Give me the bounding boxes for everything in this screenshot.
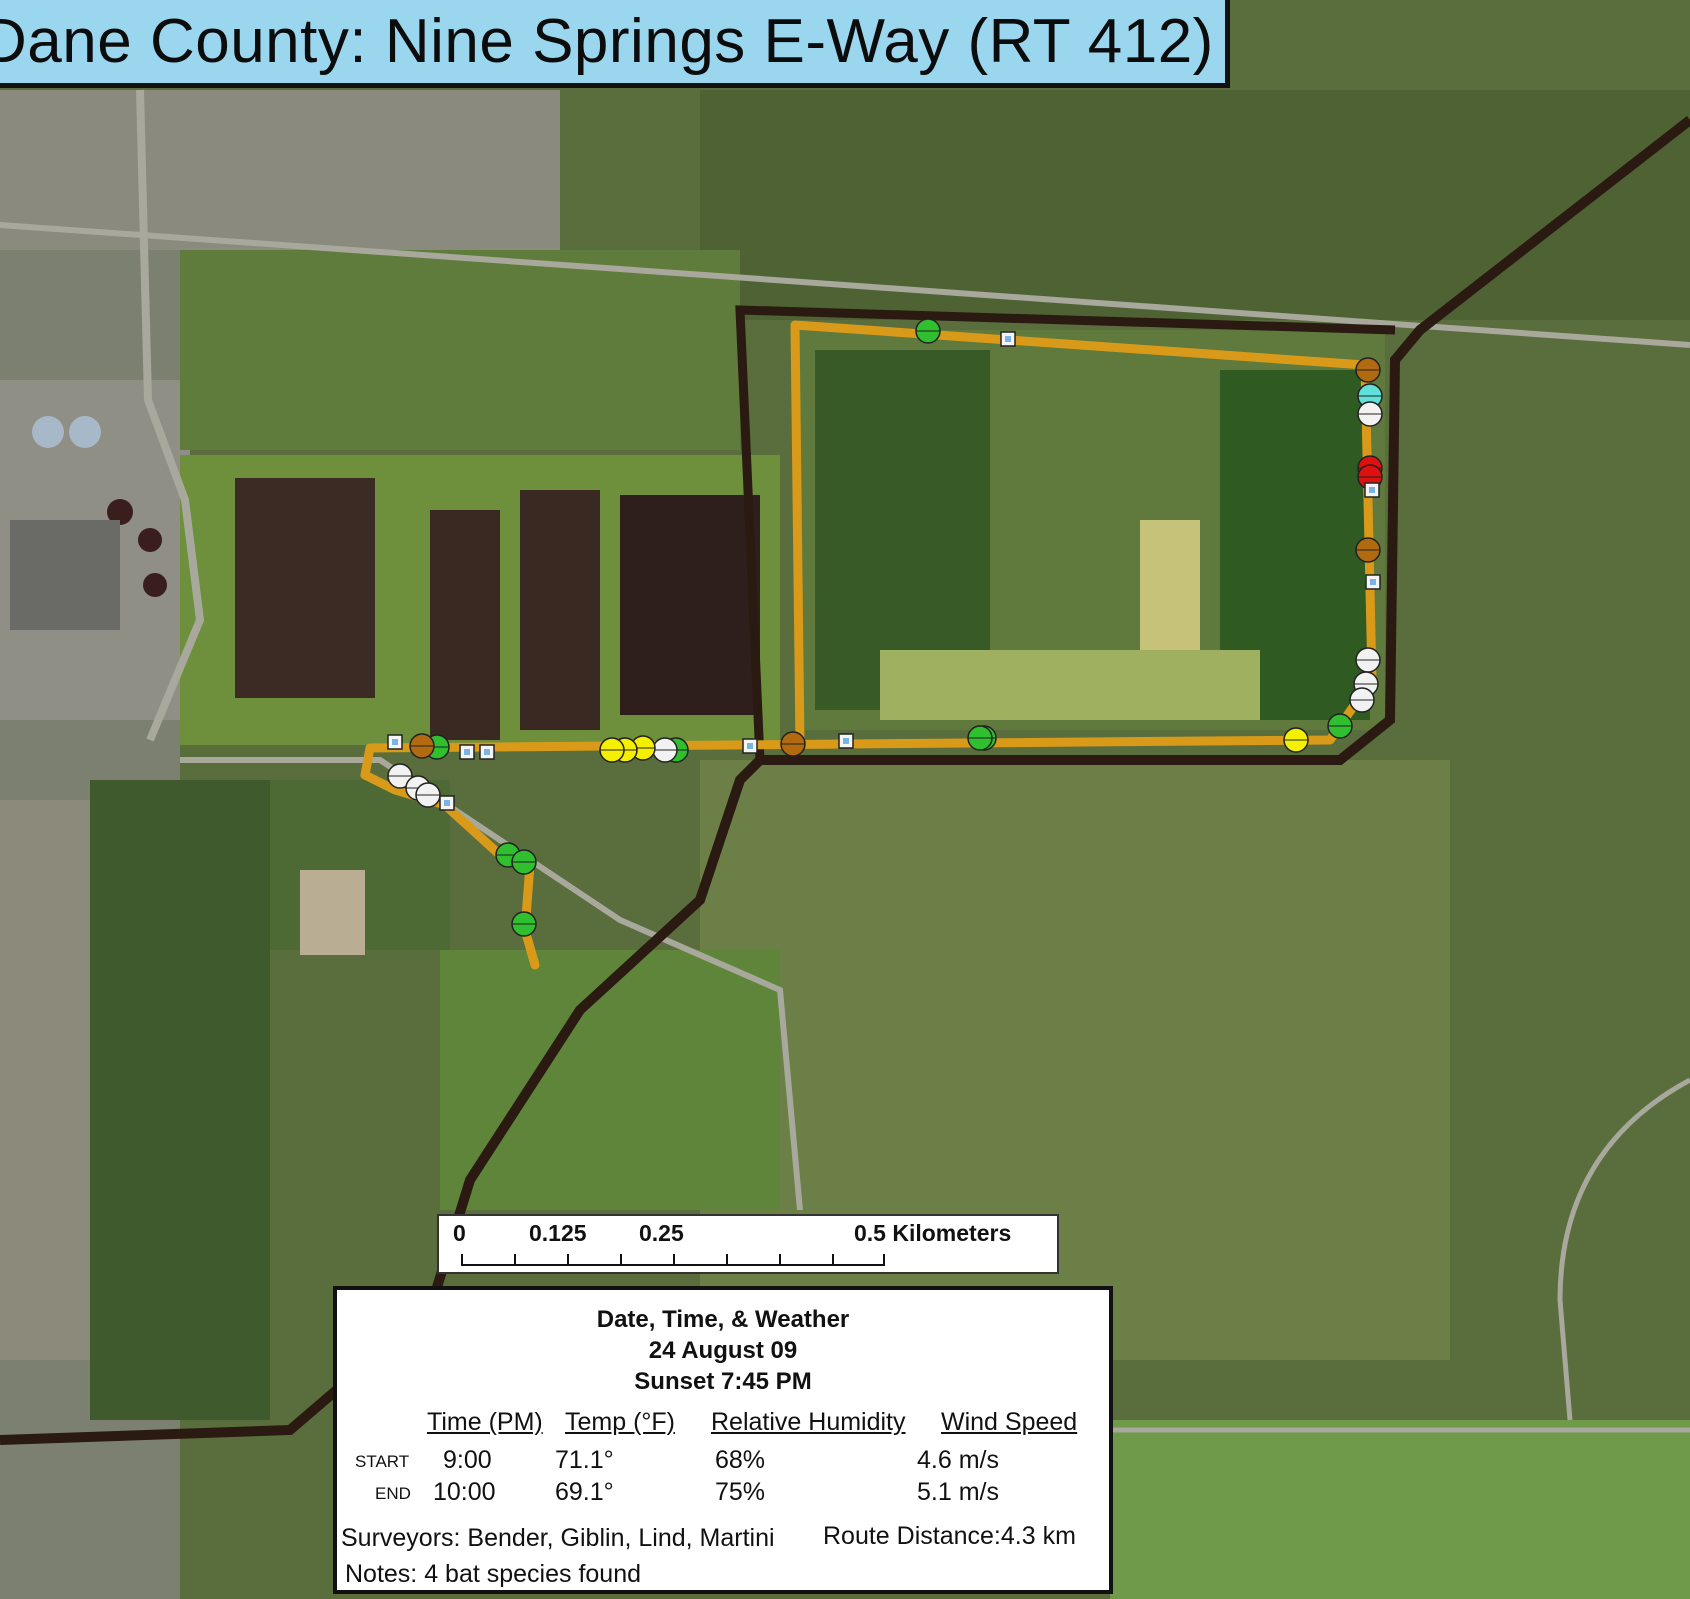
col-time: Time (PM) [427,1408,543,1436]
scale-tick [620,1254,622,1266]
trail-south [180,757,803,1211]
survey-point-dot [484,749,490,755]
scale-tick [883,1254,885,1266]
pond-4 [620,495,760,715]
start-wind: 4.6 m/s [917,1446,999,1474]
survey-point-dot [1370,579,1376,585]
woodland-west [90,780,270,1420]
survey-point-dot [392,739,398,745]
col-temp: Temp (°F) [565,1408,675,1436]
route-distance: Route Distance:4.3 km [823,1522,1076,1550]
tank-5 [143,573,167,597]
scale-bar: 0 0.125 0.25 0.5 Kilometers [437,1214,1059,1274]
survey-date: 24 August 09 [648,1337,798,1364]
end-wind: 5.1 m/s [917,1478,999,1506]
survey-point-dot [843,738,849,744]
surveyors: Surveyors: Bender, Giblin, Lind, Martini [341,1524,775,1552]
detection-markers [387,318,1383,937]
start-temp: 71.1° [555,1446,614,1474]
sandy-patch [1140,520,1200,650]
row-end-label: END [375,1484,411,1503]
scale-label-025: 0.25 [639,1220,684,1246]
field-north [180,250,740,450]
scale-tick [779,1254,781,1266]
end-humidity: 75% [715,1478,766,1506]
plant-beds [10,520,120,630]
end-time: 10:00 [433,1478,496,1506]
marsh-north [700,90,1690,320]
scale-label-0: 0 [453,1220,466,1246]
start-humidity: 68% [715,1446,766,1474]
tank-3 [107,499,133,525]
scale-line [461,1264,884,1266]
map-title: Dane County: Nine Springs E-Way (RT 412) [0,7,1214,76]
road-east [1557,1077,1690,1421]
survey-point-dot [444,800,450,806]
sunset-time: Sunset 7:45 PM [634,1368,812,1395]
impoundment-south [880,650,1260,720]
notes: Notes: 4 bat species found [345,1560,642,1588]
start-time: 9:00 [443,1446,492,1474]
scale-label-0125: 0.125 [529,1220,587,1246]
survey-point-dot [1369,487,1375,493]
tank-2 [69,416,101,448]
pond-1 [235,478,375,698]
scale-tick [567,1254,569,1266]
weather-info-panel: Date, Time, & Weather 24 August 09 Sunse… [333,1286,1113,1594]
pond-3 [520,490,600,730]
field-south [440,950,780,1210]
survey-point-dot [1005,336,1011,342]
scale-tick [832,1254,834,1266]
scale-tick [461,1254,463,1266]
road-north [0,222,1690,348]
survey-point-dot [464,749,470,755]
scale-tick [726,1254,728,1266]
pond-2 [430,510,500,740]
scale-tick [673,1254,675,1266]
end-temp: 69.1° [555,1478,614,1506]
scale-tick [514,1254,516,1266]
info-heading: Date, Time, & Weather [596,1306,850,1333]
open-lot [300,870,365,955]
industrial-area [0,90,560,250]
survey-point-dot [747,743,753,749]
scale-label-05: 0.5 Kilometers [854,1220,1012,1246]
tank-4 [138,528,162,552]
field-southeast [1110,1420,1690,1599]
tank-1 [32,416,64,448]
col-humidity: Relative Humidity [711,1408,906,1436]
creek-north-branch [735,305,1396,761]
title-banner: Dane County: Nine Springs E-Way (RT 412) [0,0,1230,88]
row-start-label: START [355,1452,410,1471]
road-west [136,89,205,742]
col-wind: Wind Speed [941,1408,1078,1436]
